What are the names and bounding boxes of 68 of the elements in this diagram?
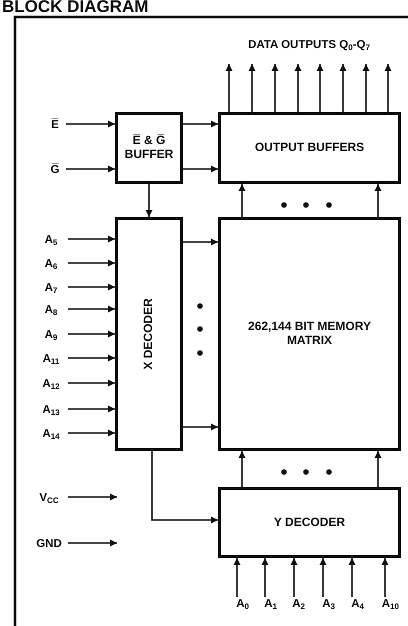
arrow bbox=[68, 430, 115, 436]
arrow bbox=[66, 166, 115, 172]
arrow bbox=[374, 451, 382, 487]
arrow bbox=[68, 494, 117, 500]
pin-label: GND bbox=[36, 538, 62, 551]
arrow bbox=[183, 238, 218, 246]
pin-label: A$_{14}$ bbox=[42, 428, 60, 441]
pin-label: A$_{7}$ bbox=[44, 282, 58, 295]
arrow bbox=[66, 120, 115, 128]
pin-label: A$_{10}$ bbox=[382, 598, 399, 612]
pin-label: E̅ bbox=[51, 118, 59, 132]
block-box bbox=[218, 112, 401, 184]
arrow bbox=[262, 558, 268, 597]
arrow bbox=[68, 354, 115, 362]
block-label: 262,144 BIT MEMORY MATRIX bbox=[247, 320, 372, 348]
pin-label: A$_{0}$ bbox=[236, 598, 249, 612]
arrow bbox=[340, 64, 346, 112]
pin-label: A$_{5}$ bbox=[44, 234, 58, 247]
signal-label: DATA OUTPUTS Q$_{0}$-Q$_{7}$ bbox=[248, 39, 370, 53]
arrow bbox=[68, 406, 115, 412]
arrow bbox=[290, 558, 298, 597]
arrow bbox=[382, 558, 388, 597]
block-label: OUTPUT BUFFERS bbox=[254, 141, 366, 155]
block-box bbox=[115, 112, 183, 184]
arrow bbox=[320, 558, 326, 597]
block-box bbox=[115, 217, 183, 451]
arrow bbox=[238, 184, 246, 217]
arrow bbox=[146, 184, 152, 217]
arrow bbox=[68, 380, 115, 386]
arrow bbox=[374, 184, 382, 217]
diagram-title: BLOCK DIAGRAM bbox=[2, 0, 148, 17]
pin-label: A$_{13}$ bbox=[42, 404, 60, 417]
pin-label: A$_{2}$ bbox=[292, 598, 305, 612]
arrow bbox=[316, 64, 324, 112]
arrow bbox=[238, 451, 246, 487]
pin-label: G̅ bbox=[50, 164, 60, 177]
arrow bbox=[348, 558, 356, 597]
pin-label: V$_{CC}$ bbox=[39, 492, 59, 505]
arrow bbox=[68, 236, 115, 242]
arrow bbox=[226, 64, 232, 112]
pin-label: A$_{3}$ bbox=[322, 598, 335, 612]
arrow bbox=[68, 260, 115, 266]
arrow bbox=[151, 451, 218, 524]
arrow bbox=[68, 284, 115, 290]
arrow bbox=[234, 558, 240, 597]
pin-label: A$_{6}$ bbox=[44, 258, 58, 271]
arrow bbox=[68, 330, 115, 338]
arrow bbox=[384, 64, 392, 112]
pin-label: A$_{8}$ bbox=[44, 304, 58, 317]
arrow bbox=[183, 120, 218, 128]
pin-label: A$_{11}$ bbox=[42, 352, 60, 366]
pin-label: A$_{9}$ bbox=[44, 328, 58, 342]
pin-label: A$_{4}$ bbox=[351, 598, 364, 612]
arrow bbox=[272, 64, 278, 112]
block-box bbox=[218, 487, 401, 558]
arrow bbox=[68, 540, 117, 546]
block-label: Y DECODER bbox=[272, 516, 346, 530]
arrow bbox=[183, 166, 218, 172]
arrow bbox=[248, 64, 256, 112]
pin-label: A$_{12}$ bbox=[42, 378, 60, 391]
arrow bbox=[183, 424, 218, 430]
arrow bbox=[68, 306, 115, 312]
pin-label: A$_{1}$ bbox=[264, 598, 277, 612]
arrow bbox=[362, 64, 370, 112]
block-label: X DECODER bbox=[142, 298, 156, 370]
block-box bbox=[218, 217, 401, 451]
block-label: E̅ & G̅ BUFFER bbox=[124, 134, 174, 162]
arrow bbox=[294, 64, 302, 112]
